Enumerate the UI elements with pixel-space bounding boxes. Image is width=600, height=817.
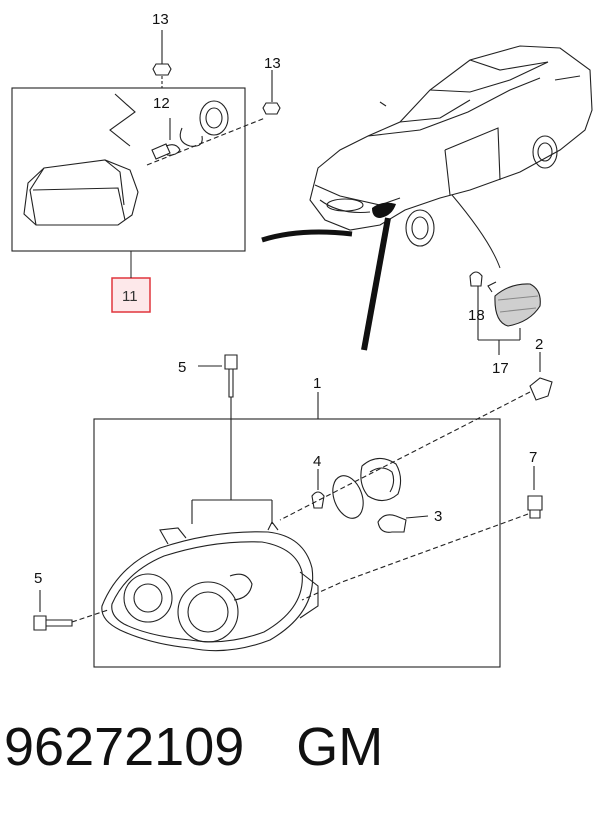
- callout-11-box: [111, 277, 151, 313]
- caption: 96272109 GM: [4, 712, 383, 782]
- bulb-3-icon: [377, 514, 407, 533]
- headlamp-frame: [93, 418, 501, 668]
- bolt-5-left-icon: [33, 615, 73, 631]
- fog-lamp-frame: [11, 87, 246, 252]
- side-marker-group: [469, 271, 541, 355]
- bulb-12-icon: [151, 143, 181, 160]
- socket-cap-icon: [360, 457, 402, 502]
- callout-11: 11: [122, 288, 138, 305]
- callout-18: 18: [468, 307, 485, 324]
- part-number: 96272109: [4, 717, 245, 777]
- connector-7-icon: [527, 495, 543, 519]
- callout-2: 2: [535, 336, 543, 353]
- callout-7: 7: [529, 449, 537, 466]
- bolt-5-top-icon: [224, 354, 238, 398]
- brand-name: GM: [296, 717, 384, 777]
- callout-13-right: 13: [264, 55, 281, 72]
- lamp-socket-icon: [199, 100, 229, 136]
- car-headlight-marker-icon: [372, 202, 396, 218]
- seal-ring-icon: [332, 475, 364, 519]
- fog-lamp-icon: [23, 159, 139, 226]
- callout-3: 3: [434, 508, 442, 525]
- callout-4: 4: [313, 453, 321, 470]
- fog-lamp-group: [11, 30, 281, 252]
- nut-13-top-icon: [152, 63, 172, 76]
- callout-12: 12: [153, 95, 170, 112]
- bulb-2-icon: [529, 377, 553, 401]
- callout-5-left: 5: [34, 570, 42, 587]
- headlamp-group: [33, 352, 553, 668]
- bulb-18-icon: [469, 271, 483, 287]
- callout-13-top: 13: [152, 11, 169, 28]
- callout-5-top: 5: [178, 359, 186, 376]
- callout-1: 1: [313, 375, 321, 392]
- headlamp-lens-icon: [101, 531, 314, 652]
- nut-13-right-icon: [262, 102, 281, 115]
- bulb-4-icon: [311, 491, 325, 509]
- car-icon: [309, 45, 593, 247]
- callout-17: 17: [492, 360, 509, 377]
- side-marker-lamp-icon: [494, 283, 541, 327]
